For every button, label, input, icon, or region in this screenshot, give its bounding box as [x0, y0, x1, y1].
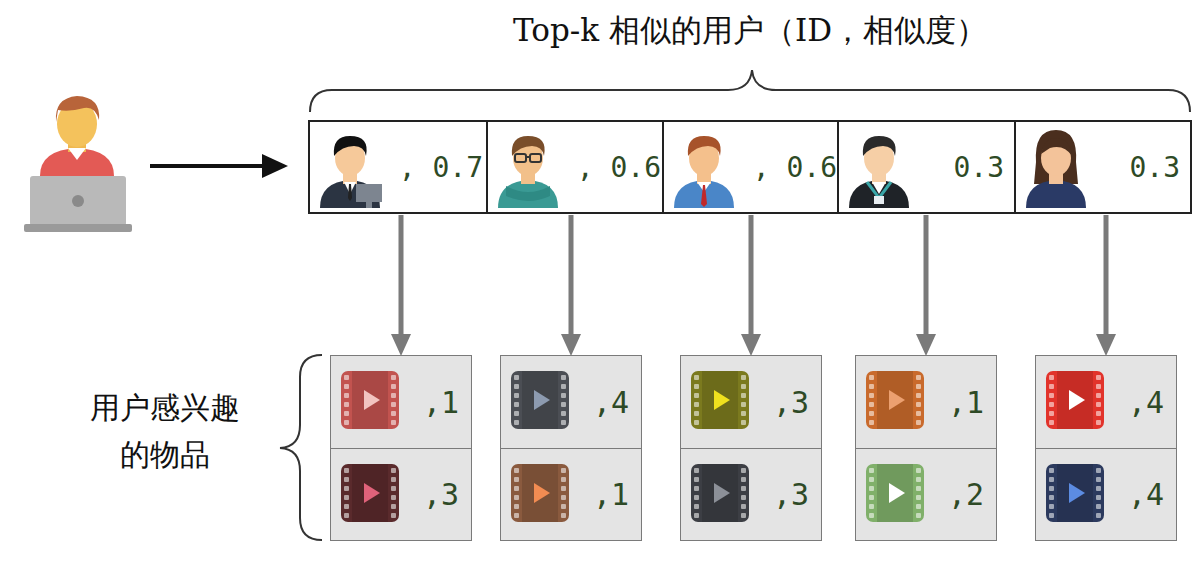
item-icon [509, 369, 571, 435]
interest-score: ,3 [773, 477, 809, 512]
flow-arrow [924, 215, 929, 344]
item-icon [1044, 462, 1106, 528]
similarity-score: 0.3 [953, 151, 1004, 184]
group-label: 用户感兴趣的物品 [80, 385, 250, 478]
user-avatar [1020, 122, 1092, 212]
user-cell: 0.3 [1014, 120, 1192, 214]
brace [280, 355, 322, 540]
user-avatar [314, 122, 386, 212]
interest-score: ,1 [948, 385, 984, 420]
item-icon [864, 369, 926, 435]
user-avatar [492, 122, 564, 212]
item-icon [339, 462, 401, 528]
item-icon [1044, 369, 1106, 435]
similarity-score: 0.3 [1129, 151, 1180, 184]
item-cell: ,4 [1035, 355, 1177, 449]
interest-score: ,4 [593, 385, 629, 420]
item-icon [339, 369, 401, 435]
diagram-title: Top-k 相似的用户（ID，相似度） [380, 10, 1120, 52]
similarity-score: , 0.6 [753, 151, 837, 184]
item-cell: ,3 [330, 448, 472, 541]
item-cell: ,2 [855, 448, 997, 541]
interest-score: ,4 [1128, 477, 1164, 512]
brace [310, 70, 1190, 112]
user-avatar [843, 122, 915, 212]
interest-score: ,1 [423, 385, 459, 420]
flow-arrow [569, 215, 574, 344]
similarity-score: , 0.6 [577, 151, 661, 184]
user-cell: , 0.6 [486, 120, 673, 214]
user-cell: 0.3 [837, 120, 1016, 214]
interest-score: ,4 [1128, 385, 1164, 420]
interest-score: ,3 [423, 477, 459, 512]
user-cell: , 0.7 [308, 120, 495, 214]
user-icon [24, 96, 132, 232]
flow-arrow [1104, 215, 1109, 344]
item-cell: ,4 [1035, 448, 1177, 541]
item-cell: ,1 [330, 355, 472, 449]
user-avatar [668, 122, 740, 212]
item-icon [689, 369, 751, 435]
flow-arrow [749, 215, 754, 344]
interest-score: ,2 [948, 477, 984, 512]
flow-arrow [150, 164, 268, 168]
user-cell: , 0.6 [662, 120, 849, 214]
flow-arrow [399, 215, 404, 344]
interest-score: ,3 [773, 385, 809, 420]
item-icon [689, 462, 751, 528]
interest-score: ,1 [593, 477, 629, 512]
item-cell: ,1 [500, 448, 642, 541]
similarity-score: , 0.7 [399, 151, 483, 184]
item-cell: ,3 [680, 448, 822, 541]
item-icon [864, 462, 926, 528]
item-cell: ,1 [855, 355, 997, 449]
item-cell: ,3 [680, 355, 822, 449]
item-icon [509, 462, 571, 528]
item-cell: ,4 [500, 355, 642, 449]
